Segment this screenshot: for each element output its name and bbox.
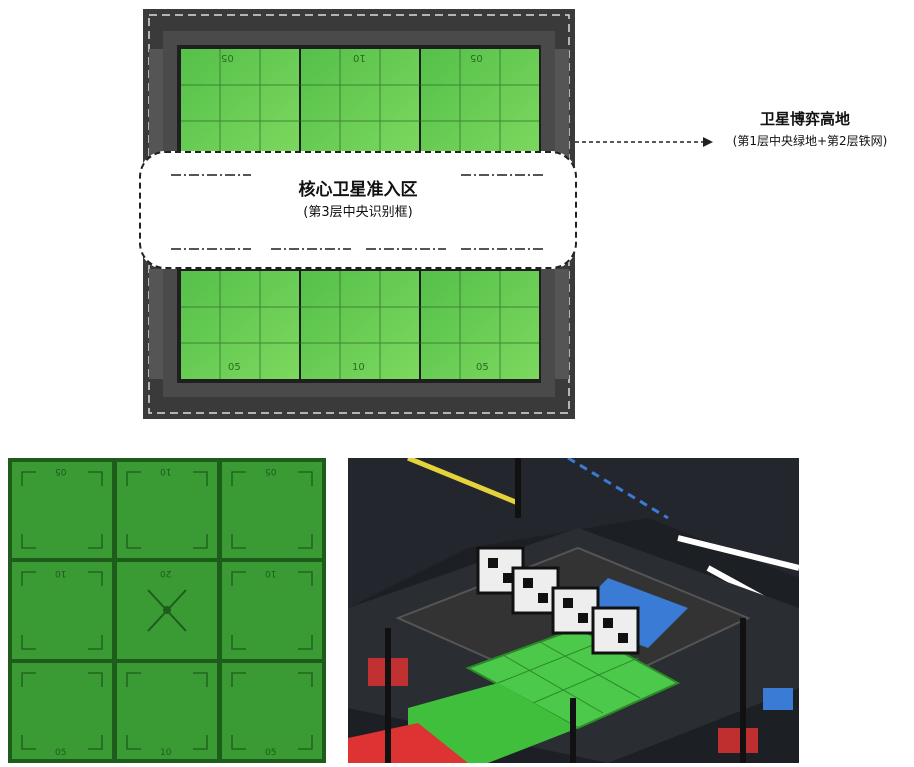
tile-label: 05 — [265, 466, 277, 476]
field-label: 05 — [221, 52, 234, 63]
center-x-mark — [147, 589, 187, 632]
center-grid-tile-svg — [8, 458, 326, 763]
core-zone-subtitle: (第3层中央识别框) — [303, 205, 413, 220]
field-label: 05 — [228, 362, 241, 373]
red-zone — [348, 723, 468, 763]
field-label: 10 — [353, 52, 366, 63]
tile-label: 10 — [55, 568, 67, 578]
tile-label: 05 — [265, 748, 277, 758]
yellow-line — [407, 455, 519, 506]
core-satellite-zone: 核心卫星准入区 (第3层中央识别框) — [139, 151, 577, 269]
field-label: 10 — [352, 362, 365, 373]
satellite-high-ground-title: 卫星博弈高地 — [759, 110, 850, 128]
arena-3d-render-svg — [348, 455, 801, 763]
tile-label: 05 — [55, 748, 67, 758]
zone-marker-lines — [171, 174, 543, 250]
pointer-arrow — [575, 137, 713, 147]
tile-label: 10 — [160, 466, 172, 476]
marker-boxes — [476, 546, 640, 655]
tile-label: 05 — [55, 466, 67, 476]
arena-3d-render — [348, 455, 801, 763]
tile-label: 10 — [160, 748, 172, 758]
upper-green-field — [177, 45, 541, 157]
field-label: 05 — [470, 52, 483, 63]
lower-green-field — [177, 267, 541, 383]
core-zone-title: 核心卫星准入区 — [298, 180, 418, 200]
center-grid-tile: 05 10 05 10 20 10 05 10 05 — [8, 458, 326, 763]
tile-label: 20 — [160, 568, 172, 578]
satellite-high-ground-subtitle: (第1层中央绿地+第2层铁网) — [732, 134, 888, 148]
tile-label: 10 — [265, 568, 277, 578]
field-label: 05 — [476, 362, 489, 373]
